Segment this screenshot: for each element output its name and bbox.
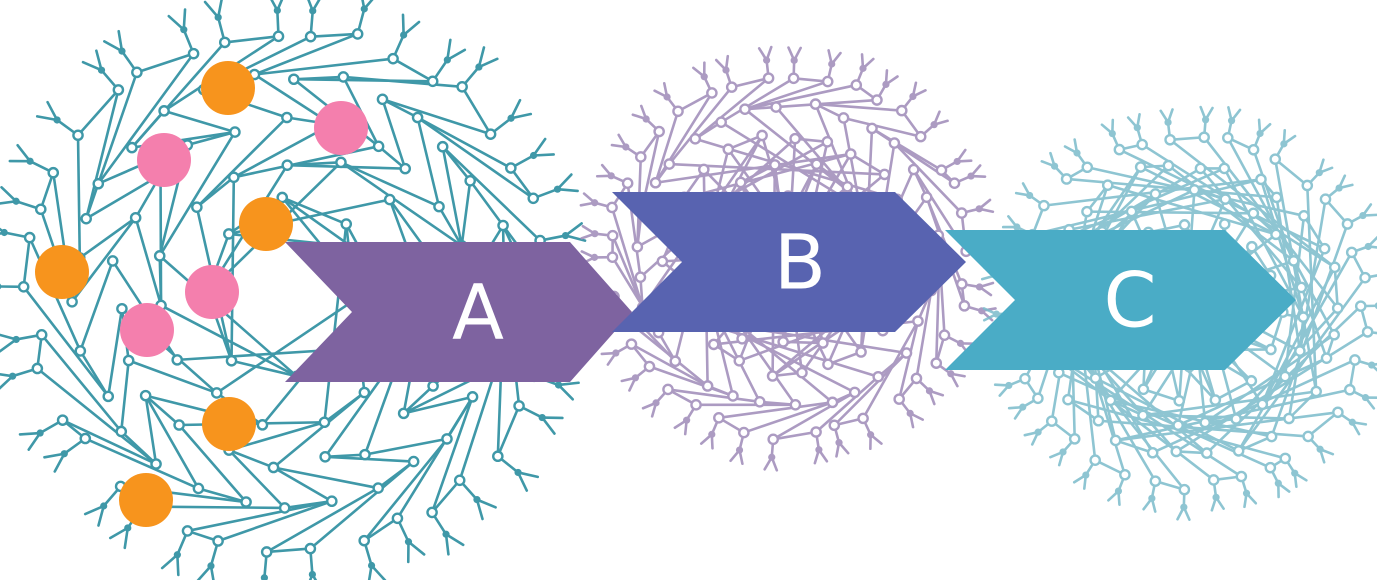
highlight-markers: [35, 61, 368, 527]
orange-marker: [239, 197, 293, 251]
process-chevrons: A B C: [285, 192, 1296, 382]
orange-marker: [201, 61, 255, 115]
step-b-label: B: [774, 218, 826, 307]
orange-marker: [202, 397, 256, 451]
pink-marker: [120, 303, 174, 357]
chevron-step-a: A: [285, 242, 632, 382]
orange-marker: [119, 473, 173, 527]
step-a-label: A: [452, 268, 504, 357]
step-c-label: C: [1103, 256, 1156, 345]
chevron-step-b: B: [612, 192, 966, 332]
pink-marker: [137, 133, 191, 187]
chevron-step-c: C: [945, 230, 1296, 370]
pink-marker: [185, 265, 239, 319]
orange-marker: [35, 245, 89, 299]
pink-marker: [314, 101, 368, 155]
